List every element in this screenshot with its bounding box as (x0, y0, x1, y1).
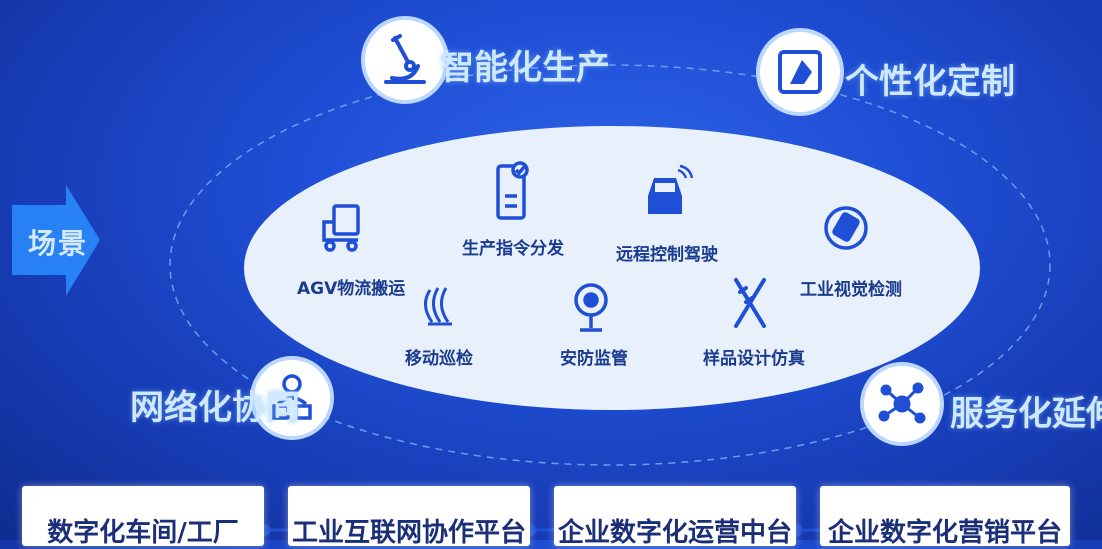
vision-inspect-icon (824, 206, 868, 250)
platform-label-2: 工业互联网协作平台 (291, 518, 526, 548)
platform-label-3: 企业数字化运营中台 (557, 518, 792, 548)
platform-label-4: 企业数字化营销平台 (827, 518, 1062, 548)
platform-card-2: 工业互联网协作平台 (288, 486, 530, 548)
corner-label-network: 网络化协同 (130, 388, 300, 428)
clipboard-check-icon (496, 161, 529, 220)
corner-label-service: 服务化延伸 (950, 394, 1102, 434)
corner-network (250, 356, 334, 440)
platform-card-1: 数字化车间/工厂 (22, 486, 264, 548)
corner-service (860, 362, 944, 446)
corner-custom (756, 28, 844, 116)
scene-arrow (12, 185, 100, 296)
dashed-orbit (169, 64, 1051, 466)
corner-label-production: 智能化生产 (440, 48, 610, 88)
platform-label-1: 数字化车间/工厂 (47, 518, 239, 548)
car-wifi-icon (648, 164, 694, 214)
corner-label-custom: 个性化定制 (845, 62, 1015, 102)
scene-label-agv: AGV物流搬运 (297, 279, 406, 299)
microscope-icon (384, 34, 426, 84)
platform-card-4: 企业数字化营销平台 (820, 486, 1070, 548)
hub-icon (878, 382, 926, 424)
scene-label-instruction: 生产指令分发 (462, 239, 564, 259)
patrol-icon (424, 287, 452, 326)
scene-label-remote-driving: 远程控制驾驶 (616, 245, 718, 265)
scene-arrow-label: 场景 (28, 227, 89, 260)
design-tools-icon (734, 278, 766, 328)
camera-icon (574, 283, 608, 332)
truck-icon (322, 204, 360, 252)
network-user-icon (272, 374, 312, 420)
corner-production (361, 16, 449, 104)
scene-label-design: 样品设计仿真 (703, 349, 805, 369)
scene-label-patrol: 移动巡检 (405, 349, 473, 369)
scene-label-vision: 工业视觉检测 (800, 280, 902, 300)
platform-card-3: 企业数字化运营中台 (554, 486, 796, 548)
scene-label-security: 安防监管 (560, 349, 628, 369)
custom-box-icon (778, 50, 822, 94)
scene-ellipse (244, 126, 980, 410)
